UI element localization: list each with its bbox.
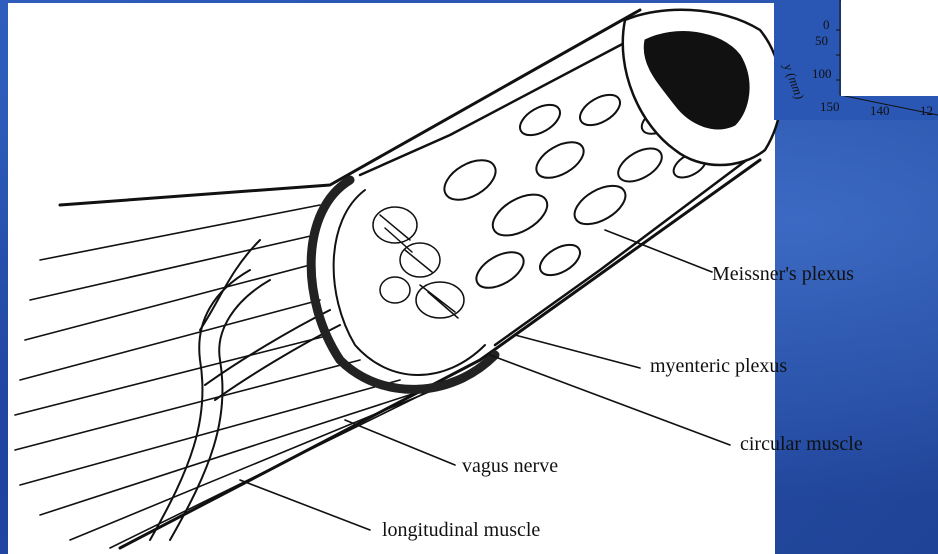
circular-muscle-ring-inner xyxy=(334,190,485,375)
circular-muscle-ring-outer xyxy=(311,180,495,389)
label-longitudinal-muscle: longitudinal muscle xyxy=(382,520,540,540)
longitudinal-muscle-fibers xyxy=(15,205,480,548)
inset-y-tick-100: 100 xyxy=(812,67,832,80)
inset-x-tick-140: 140 xyxy=(870,104,890,117)
label-vagus-nerve: vagus nerve xyxy=(462,456,558,476)
leader-line-meissner xyxy=(605,230,712,272)
leader-line-myenteric xyxy=(515,335,640,368)
mucosa-lower-edge xyxy=(495,150,760,345)
label-circular-muscle: circular muscle xyxy=(740,434,863,454)
inset-y-tick-0: 0 xyxy=(823,18,830,31)
leader-line-vagus xyxy=(345,420,455,465)
mucosa-upper-edge xyxy=(360,40,630,175)
inset-y-tick-50: 50 xyxy=(815,34,828,47)
myenteric-ganglia xyxy=(373,207,464,318)
inset-x-tick-12: 12 xyxy=(920,104,933,117)
inset-y-tick-150: 150 xyxy=(820,100,840,113)
tube-lower-edge xyxy=(120,160,760,548)
label-myenteric-plexus: myenteric plexus xyxy=(650,356,787,376)
label-meissners-plexus: Meissner's plexus xyxy=(712,264,854,284)
inset-plot-frame xyxy=(770,0,938,120)
leader-line-longitudinal xyxy=(240,480,370,530)
inset-3d-plot-fragment: 0 50 100 150 140 12 y (mm) xyxy=(770,0,938,120)
